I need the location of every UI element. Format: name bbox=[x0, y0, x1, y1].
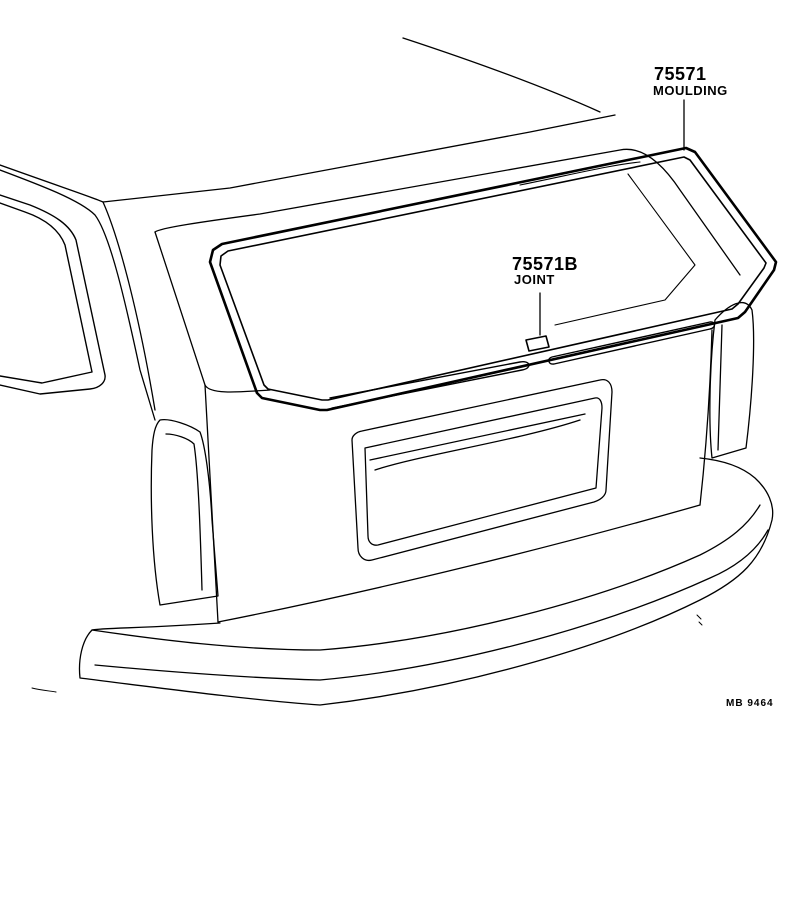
ground-lines bbox=[31, 614, 703, 693]
left-tail-lamp bbox=[150, 419, 219, 606]
side-window bbox=[0, 194, 106, 395]
left-body-side bbox=[0, 169, 156, 421]
garnish-strips bbox=[329, 321, 716, 409]
hatch-panel bbox=[154, 148, 741, 623]
moulding-part bbox=[208, 146, 778, 412]
license-plate-recess bbox=[351, 378, 613, 562]
rear-bumper bbox=[78, 457, 774, 706]
right-tail-lamp bbox=[709, 301, 755, 459]
moulding-part-number: 75571 bbox=[654, 64, 707, 84]
moulding-part-name: MOULDING bbox=[653, 83, 728, 98]
joint-part-name: JOINT bbox=[514, 272, 555, 287]
roof-outline bbox=[0, 37, 616, 203]
figure-code: MB 9464 bbox=[726, 698, 774, 709]
joint-part bbox=[525, 292, 550, 352]
joint-part-number: 75571B bbox=[512, 254, 579, 274]
glass-inner-frame bbox=[519, 161, 696, 326]
